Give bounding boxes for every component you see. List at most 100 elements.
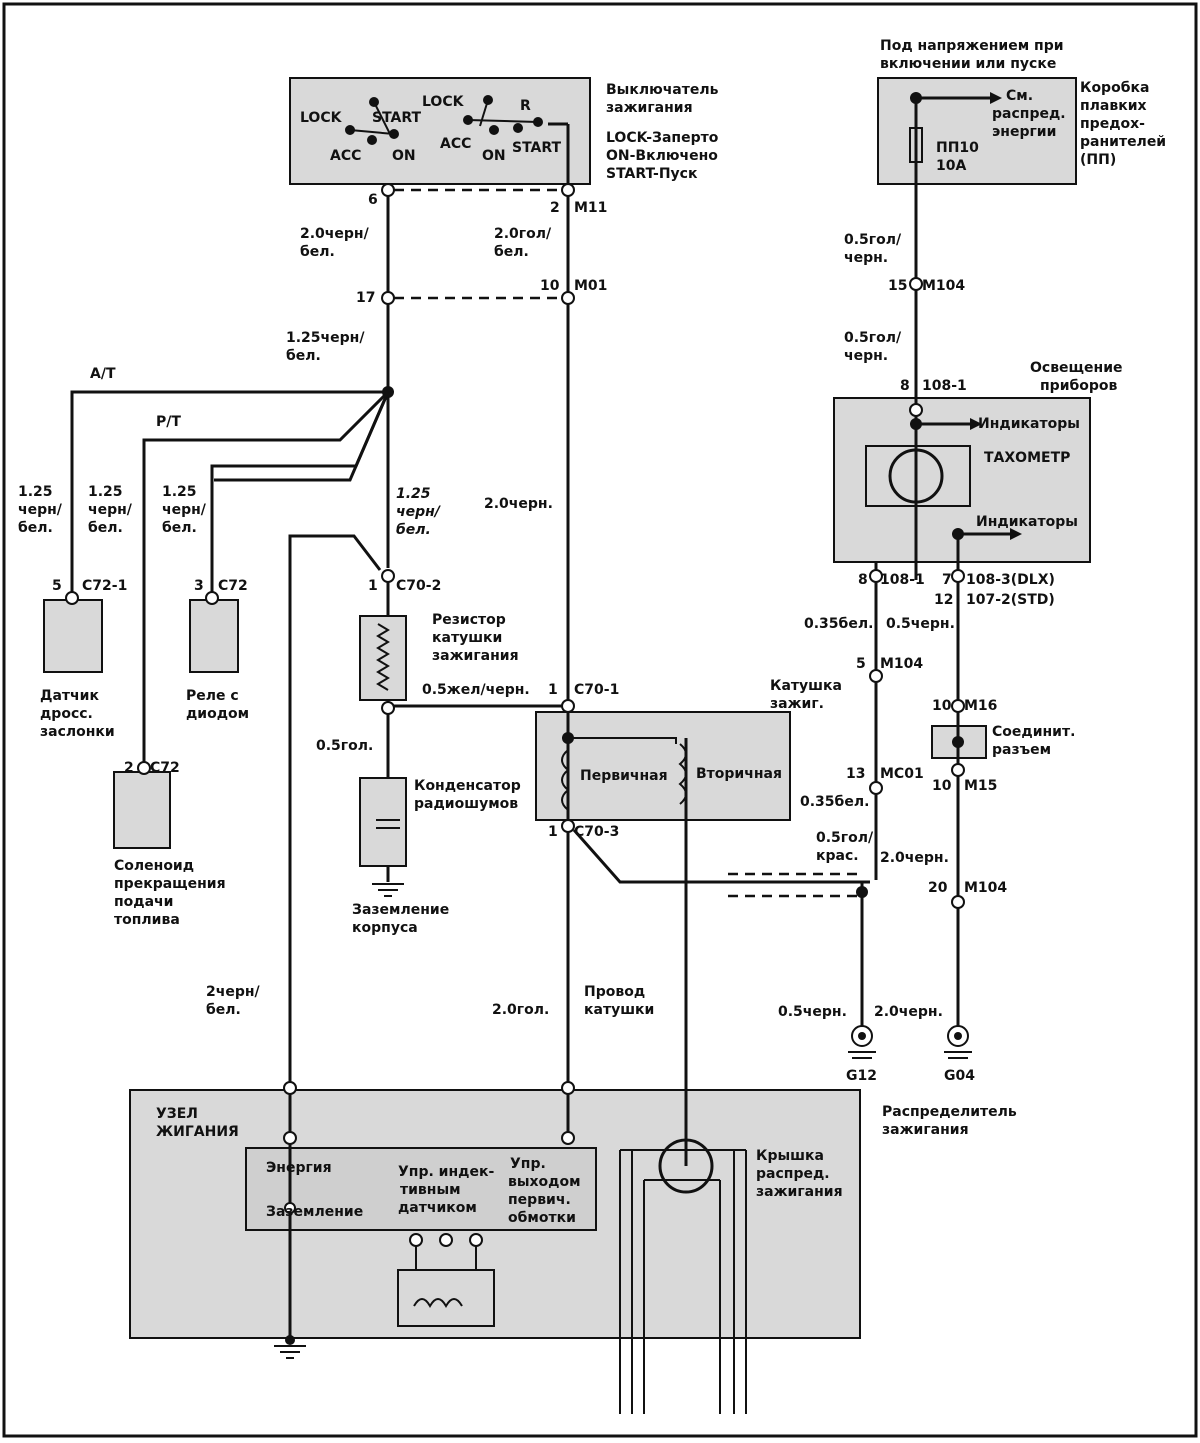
switch-on-a: ON — [392, 148, 416, 164]
resistor-label-1: Резистор — [432, 612, 506, 628]
wire-c70-2-b: черн/ — [396, 504, 442, 520]
coil-label-2: зажиг. — [770, 696, 824, 712]
body-gnd-label-1: Заземление — [352, 902, 449, 918]
ignition-module-box — [245, 1147, 597, 1231]
ignition-coil-box — [535, 711, 791, 821]
pin-c70-1: C70-1 — [574, 682, 619, 698]
module-prim-ctrl-3: первич. — [508, 1192, 571, 1208]
pin-12: 12 — [934, 592, 953, 608]
pin-m15: M15 — [964, 778, 997, 794]
junction-dots — [285, 92, 964, 1345]
pin-c72-1-n: 5 — [52, 578, 62, 594]
module-energy: Энергия — [266, 1160, 332, 1176]
wire-sw6-1: 2.0черн/ — [300, 226, 370, 242]
ignition-unit-label-1: УЗЕЛ — [156, 1106, 198, 1122]
pin-c72-r-n: 3 — [194, 578, 204, 594]
tachometer-box — [865, 445, 971, 507]
module-prim-ctrl-4: обмотки — [508, 1210, 576, 1226]
ignition-switch-label-2: зажигания — [606, 100, 693, 116]
module-prim-ctrl-1: Упр. — [510, 1156, 546, 1172]
instr-light-2: приборов — [1040, 378, 1118, 394]
resistor-label-2: катушки — [432, 630, 502, 646]
ground-g12-label: G12 — [846, 1068, 877, 1084]
wire-c72-2-c: бел. — [88, 520, 123, 536]
module-ground: Заземление — [266, 1204, 363, 1220]
ground-g04-label: G04 — [944, 1068, 975, 1084]
switch-legend-1: LOCK-Заперто — [606, 130, 719, 146]
pin-17: 17 — [356, 290, 375, 306]
wire-m104-1: 0.5гол/ — [844, 330, 902, 346]
solenoid-label-3: подачи — [114, 894, 173, 910]
pin-m01: M01 — [574, 278, 607, 294]
power-note-2: включении или пуске — [880, 56, 1056, 72]
pin-m104-b: M104 — [880, 656, 923, 672]
pin-c72-1: C72-1 — [82, 578, 127, 594]
wire-fuse-1: 0.5гол/ — [844, 232, 902, 248]
module-ind-ctrl-1: Упр. индек- — [398, 1164, 494, 1180]
wire-sw2-1: 2.0гол/ — [494, 226, 552, 242]
tps-sensor-box — [43, 599, 103, 673]
wires — [70, 96, 1010, 1414]
see-distr-1: См. — [1006, 88, 1033, 104]
relay-label-1: Реле с — [186, 688, 239, 704]
coil-secondary: Вторичная — [696, 766, 782, 782]
fuse-box-label-3: предох- — [1080, 116, 1145, 132]
connector-label-1: Соединит. — [992, 724, 1075, 740]
switch-on-b: ON — [482, 148, 506, 164]
wire-c70-2-c: бел. — [396, 522, 431, 538]
wire-05: 0.5черн. — [886, 616, 955, 632]
condenser-box — [359, 777, 407, 867]
wire-2blk-2: бел. — [206, 1002, 241, 1018]
solenoid-box — [113, 771, 171, 849]
solenoid-label-4: топлива — [114, 912, 180, 928]
wire-c72-3-c: бел. — [162, 520, 197, 536]
wire-c70-2-a: 1.25 — [396, 486, 431, 502]
condenser-label-1: Конденсатор — [414, 778, 521, 794]
pin-mc01: MC01 — [880, 766, 924, 782]
pin-8: 8 — [900, 378, 910, 394]
fuse-box-label-4: ранителей — [1080, 134, 1166, 150]
wire-2blk-1: 2черн/ — [206, 984, 261, 1000]
dashed-links — [394, 188, 860, 898]
arrows — [970, 92, 1022, 540]
distributor-label-1: Распределитель — [882, 1104, 1017, 1120]
wire-035b: 0.35бел. — [800, 794, 869, 810]
tps-label-2: дросс. — [40, 706, 93, 722]
fuse-name: ПП10 — [936, 140, 979, 156]
switch-start-b: START — [512, 140, 562, 156]
wire-c72-3-a: 1.25 — [162, 484, 197, 500]
pin-15: 15 — [888, 278, 907, 294]
wire-sw2-2: бел. — [494, 244, 529, 260]
ignition-switch-box — [289, 77, 591, 185]
pin-m104-c: M104 — [964, 880, 1007, 896]
fuse-rating: 10A — [936, 158, 966, 174]
module-prim-ctrl-2: выходом — [508, 1174, 581, 1190]
pin-108-3: 108-3(DLX) — [966, 572, 1055, 588]
fuse-box-label-5: (ПП) — [1080, 152, 1116, 168]
wire-20b: 2.0черн. — [880, 850, 949, 866]
fuse-box-label-2: плавких — [1080, 98, 1147, 114]
cap-label-1: Крышка — [756, 1148, 824, 1164]
resistor-label-3: зажигания — [432, 648, 519, 664]
cap-label-2: распред. — [756, 1166, 830, 1182]
cap-label-3: зажигания — [756, 1184, 843, 1200]
indicators-top: Индикаторы — [978, 416, 1080, 432]
text-labels: Под напряжением при включении или пуске … — [18, 38, 1166, 1226]
solenoid-label-1: Соленоид — [114, 858, 194, 874]
pin-10b: 10 — [932, 698, 952, 714]
wire-m104-2: черн. — [844, 348, 888, 364]
wire-c72-1-b: черн/ — [18, 502, 63, 518]
pin-sw6: 6 — [368, 192, 378, 208]
connector-pins — [65, 183, 965, 1247]
switch-legend-3: START-Пуск — [606, 166, 698, 182]
wire-fuse-2: черн. — [844, 250, 888, 266]
distributor-label-2: зажигания — [882, 1122, 969, 1138]
wire-20gol: 2.0гол. — [492, 1002, 549, 1018]
pin-c70-3: C70-3 — [574, 824, 619, 840]
wire-17-2: бел. — [286, 348, 321, 364]
switch-lock-b: LOCK — [422, 94, 465, 110]
wire-035: 0.35бел. — [804, 616, 873, 632]
pin-c70-3-n: 1 — [548, 824, 558, 840]
switch-start-a: START — [372, 110, 422, 126]
relay-label-2: диодом — [186, 706, 249, 722]
